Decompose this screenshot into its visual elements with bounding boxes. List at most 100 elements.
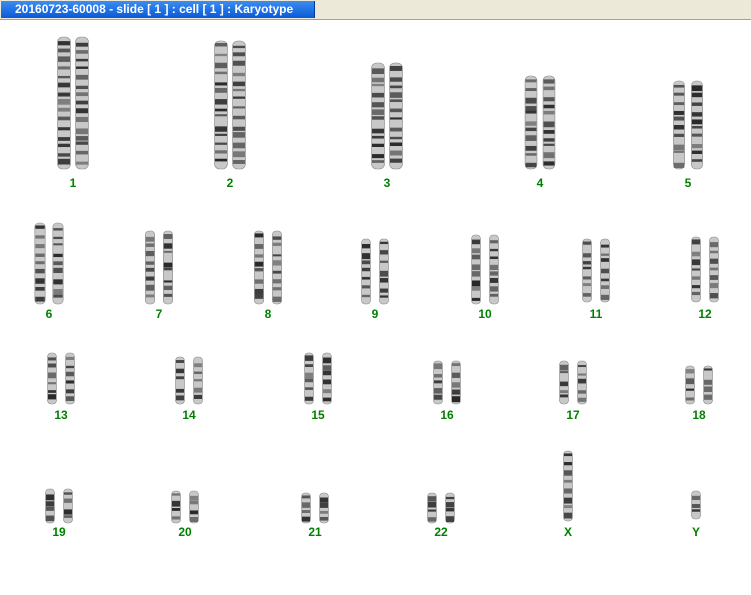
chromosome-pair-2[interactable] [210, 40, 250, 170]
chromosome-pair-4[interactable] [520, 75, 560, 170]
chromosome-band [58, 92, 70, 97]
chromosome-band [76, 128, 88, 135]
chromosome-band [76, 85, 88, 90]
chromosome-pair-15[interactable] [298, 352, 338, 405]
chromosome-pair-11[interactable] [576, 238, 616, 303]
chromosome-11-2 [600, 238, 610, 303]
chromosome-band [525, 97, 537, 104]
chromosome-band [362, 285, 370, 289]
chromosome-body [145, 230, 155, 305]
chromosome-band [691, 126, 703, 129]
chromosome-18-2 [703, 365, 713, 405]
chromosome-band [543, 97, 555, 102]
chromosome-band [66, 396, 74, 402]
chromosome-pair-9[interactable] [355, 238, 395, 305]
chromosome-band [704, 394, 712, 400]
chromosome-band [272, 254, 282, 257]
chromosome-band [525, 121, 537, 126]
chromosome-pair-7[interactable] [139, 230, 179, 305]
chromosome-1-1 [57, 36, 71, 170]
chromosome-band [145, 261, 155, 265]
chromosome-band [58, 75, 70, 79]
chromosome-band [46, 494, 54, 501]
chromosome-band [233, 142, 245, 149]
chromosome-pair-14[interactable] [169, 356, 209, 405]
chromosome-15-1 [304, 352, 314, 405]
chromosome-band [163, 250, 173, 253]
chromosome-pair-19[interactable] [39, 488, 79, 524]
chromosome-16-2 [451, 360, 461, 405]
chromosome-band [190, 516, 198, 522]
chromosome-band [215, 87, 227, 93]
chromosome-2-2 [232, 40, 246, 170]
chromosome-band [194, 387, 202, 393]
chromosome-pair-17[interactable] [553, 360, 593, 405]
chromosome-band [35, 287, 45, 291]
chromosome-pair-Y[interactable] [686, 490, 706, 520]
chromosome-band [673, 84, 685, 88]
chromosome-band [710, 293, 718, 299]
chromosome-label-10: 10 [478, 307, 492, 321]
chromosome-band [66, 365, 74, 369]
chromosome-band [76, 92, 88, 97]
chromosome-pair-21[interactable] [295, 492, 335, 524]
chromosome-band [525, 106, 537, 112]
chromosome-band [372, 83, 384, 87]
chromosome-pair-6[interactable] [29, 222, 69, 305]
chromosome-label-6: 6 [45, 307, 53, 321]
chromosome-band [472, 264, 480, 271]
chromosome-band [76, 100, 88, 105]
chromosome-pair-1[interactable] [53, 36, 93, 170]
chromosome-band [583, 261, 591, 265]
chromosome-band [446, 502, 454, 508]
chromosome-band [472, 239, 480, 245]
chromosome-band [390, 127, 402, 132]
chromosome-band [583, 253, 591, 258]
chromosome-band [163, 262, 173, 268]
chromosome-band [190, 510, 198, 515]
chromosome-band [194, 379, 202, 382]
window-title-tab[interactable]: 20160723-60008 - slide [ 1 ] : cell [ 1 … [1, 1, 315, 18]
chromosome-band [525, 127, 537, 132]
chromosome-pair-22[interactable] [421, 492, 461, 524]
chromosome-pair-16[interactable] [427, 360, 467, 405]
chromosome-band [58, 98, 70, 105]
chromosome-band [176, 360, 184, 363]
chromosome-label-13: 13 [54, 408, 68, 422]
chromosome-pair-X[interactable] [558, 450, 578, 522]
chromosome-pair-3[interactable] [367, 62, 407, 170]
chromosome-band [372, 102, 384, 108]
chromosome-band [390, 85, 402, 89]
chromosome-19-2 [63, 488, 73, 524]
chromosome-pair-12[interactable] [685, 236, 725, 303]
chromosome-band [428, 501, 436, 508]
chromosome-band [490, 286, 498, 292]
chromosome-band [601, 294, 609, 300]
chromosome-band [323, 389, 331, 394]
chromosome-band [390, 92, 402, 98]
chromosome-band [446, 496, 454, 500]
chromosome-pair-10[interactable] [465, 234, 505, 305]
chromosome-pair-5[interactable] [668, 80, 708, 170]
chromosome-21-2 [319, 492, 329, 524]
chromosome-pair-20[interactable] [165, 490, 205, 524]
chromosome-band [58, 116, 70, 121]
chromosome-band [305, 387, 313, 390]
chromosome-band [380, 241, 388, 245]
chromosome-band [66, 356, 74, 361]
chromosome-pair-18[interactable] [679, 365, 719, 405]
chromosome-3-1 [371, 62, 385, 170]
chromosome-band [601, 258, 609, 262]
chromosome-label-18: 18 [692, 408, 706, 422]
chromosome-band [686, 369, 694, 374]
chromosome-pair-13[interactable] [41, 352, 81, 405]
chromosome-band [446, 516, 454, 522]
chromosome-band [380, 250, 388, 255]
chromosome-band [215, 133, 227, 136]
chromosome-band [434, 380, 442, 384]
chromosome-pair-8[interactable] [248, 230, 288, 305]
chromosome-band [564, 505, 572, 509]
chromosome-3-2 [389, 62, 403, 170]
chromosome-band [692, 251, 700, 257]
chromosome-body [582, 238, 592, 303]
